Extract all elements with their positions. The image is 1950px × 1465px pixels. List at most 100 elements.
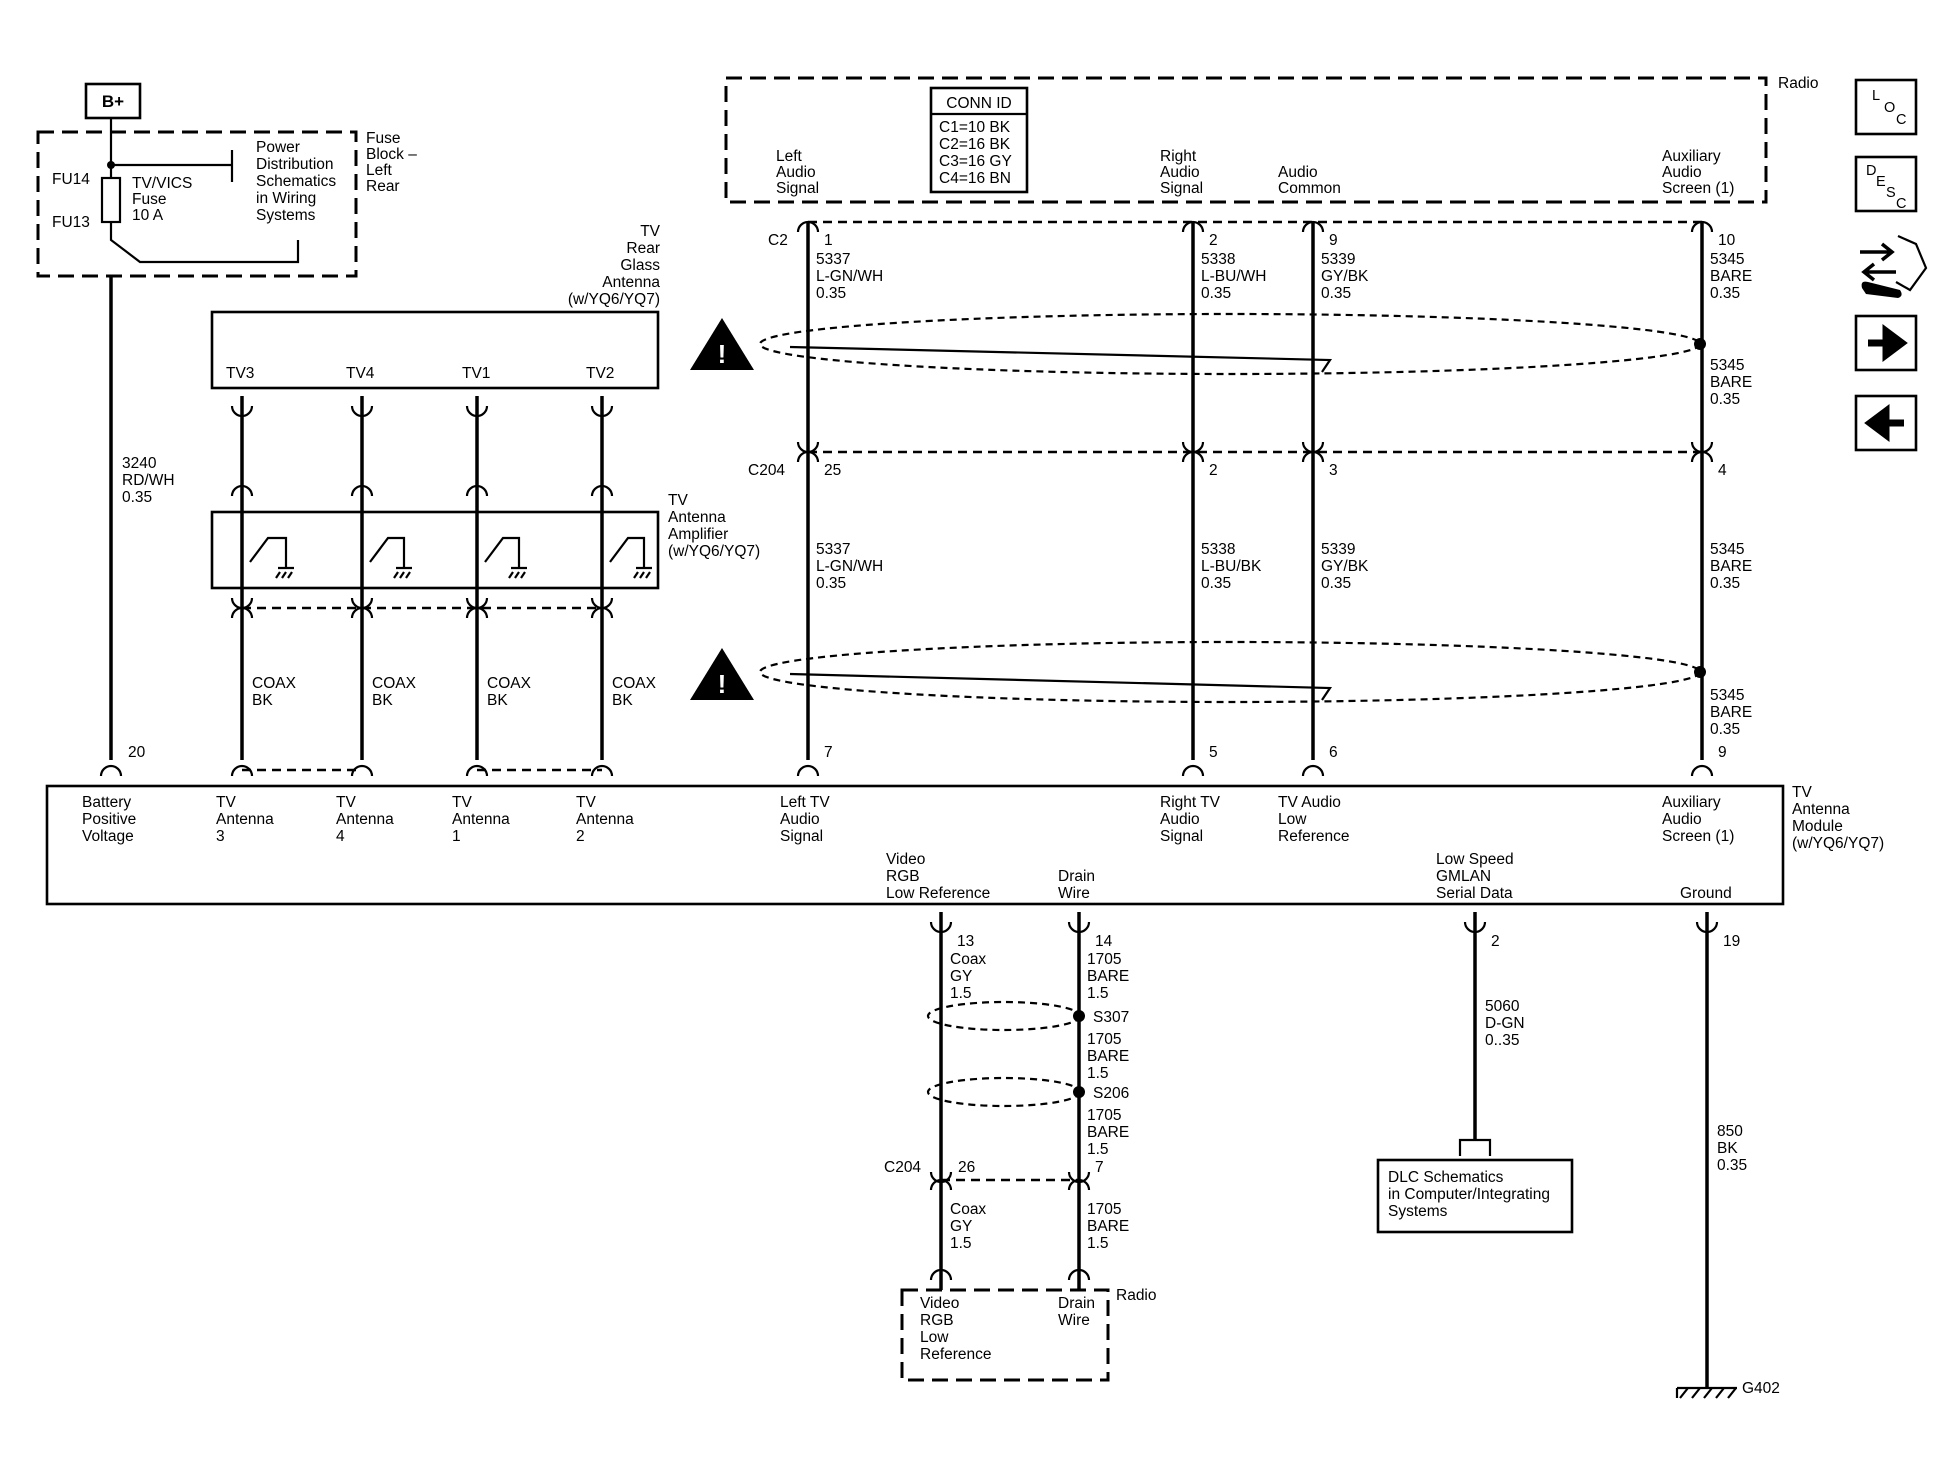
c204-wire-c1: 5339 xyxy=(1321,541,1355,558)
bplus-label: B+ xyxy=(102,92,124,111)
conn-id-1: C1=10 BK xyxy=(939,119,1011,136)
fuse-internal-wiring xyxy=(109,118,300,264)
dlc-3: Systems xyxy=(1388,1203,1448,1220)
loc-l: L xyxy=(1872,88,1880,104)
module-pin-5: 5 xyxy=(1209,744,1218,761)
left-audio-3: Signal xyxy=(776,180,819,197)
c204-lower-name: C204 xyxy=(884,1159,921,1176)
module-title-1: TV xyxy=(1792,784,1812,801)
video-radio-4: Reference xyxy=(920,1346,992,1363)
bare-3c: 1.5 xyxy=(1087,1141,1109,1158)
module-pin-6: 6 xyxy=(1329,744,1338,761)
c2-wire-d3: 0.35 xyxy=(1710,285,1740,302)
c204-wire-a1: 5337 xyxy=(816,541,850,558)
ant2-3: 2 xyxy=(576,828,585,845)
c2-wire-a1: 5337 xyxy=(816,251,850,268)
ant4-3: 4 xyxy=(336,828,345,845)
coax-3-1: COAX xyxy=(252,675,297,692)
bare-2b: BARE xyxy=(1087,1048,1129,1065)
battery-2: Positive xyxy=(82,811,136,828)
c204-wire-c3: 0.35 xyxy=(1321,575,1351,592)
loc-c: C xyxy=(1896,112,1906,128)
fuse-splice-dot xyxy=(107,161,115,169)
ant3-3: 3 xyxy=(216,828,225,845)
drain-2: Wire xyxy=(1058,885,1090,902)
coax-gy-1a: Coax xyxy=(950,951,986,968)
c2-wire-d1: 5345 xyxy=(1710,251,1744,268)
coax-4-1: COAX xyxy=(372,675,417,692)
splice-s307: S307 xyxy=(926,1000,1129,1032)
s307-label: S307 xyxy=(1093,1009,1129,1026)
c2-wire-a2: L-GN/WH xyxy=(816,268,883,285)
wire-5060-1: 5060 xyxy=(1485,998,1520,1015)
desc-s: S xyxy=(1886,185,1896,201)
dlc-schematics-link[interactable]: DLC Schematics in Computer/Integrating S… xyxy=(1376,1158,1574,1234)
audio-common-1: Audio xyxy=(1278,164,1318,181)
connector-c2: C2 1 2 9 10 xyxy=(768,220,1736,249)
c204-pin-2: 2 xyxy=(1209,462,1218,479)
connector-wrench-icon[interactable] xyxy=(1860,234,1928,298)
fuse-label-2: Fuse xyxy=(132,191,166,208)
description-button[interactable]: D E S C xyxy=(1854,155,1918,213)
fuse-block-title-1: Fuse xyxy=(366,130,400,147)
c204-wire-b3: 0.35 xyxy=(1201,575,1231,592)
arrow-left-icon xyxy=(1864,404,1904,442)
coax-2-2: BK xyxy=(612,692,633,709)
c2-pin-9: 9 xyxy=(1329,232,1338,249)
fu13-label: FU13 xyxy=(52,214,90,231)
pds-label-3: Schematics xyxy=(256,173,336,190)
pds-label-2: Distribution xyxy=(256,156,334,173)
video-3: Low Reference xyxy=(886,885,990,902)
c2-wire-c3: 0.35 xyxy=(1321,285,1351,302)
bare-2c: 1.5 xyxy=(1087,1065,1109,1082)
fuse-block-title-2: Block – xyxy=(366,146,417,163)
c204-pin-25: 25 xyxy=(824,462,841,479)
c204-wire-d2: BARE xyxy=(1710,558,1752,575)
dlc-2: in Computer/Integrating xyxy=(1388,1186,1550,1203)
battery-3: Voltage xyxy=(82,828,134,845)
wire-850-3: 0.35 xyxy=(1717,1157,1747,1174)
fuse-block-title-3: Left xyxy=(366,162,393,179)
antenna-amplifier: TV Antenna Amplifier (w/YQ6/YQ7) xyxy=(210,492,760,590)
amplifier-title-1: TV xyxy=(668,492,688,509)
bare-4c: 1.5 xyxy=(1087,1235,1109,1252)
location-button[interactable]: L O C xyxy=(1854,78,1918,136)
connector-c204-lower: C204 26 7 xyxy=(884,1159,1104,1191)
aux-3: Screen (1) xyxy=(1662,828,1734,845)
drain-1: Drain xyxy=(1058,868,1095,885)
wire-3240-line2: RD/WH xyxy=(122,472,175,489)
coax-gy-1c: 1.5 xyxy=(950,985,972,1002)
c204-wire-d2-2: BARE xyxy=(1710,704,1752,721)
c204-name: C204 xyxy=(748,462,785,479)
ground-label: Ground xyxy=(1680,885,1732,902)
svg-text:!: ! xyxy=(718,669,727,699)
shield-1 xyxy=(758,312,1706,376)
left-audio-1: Left xyxy=(776,148,803,165)
shield-2 xyxy=(758,640,1706,704)
bare-2a: 1705 xyxy=(1087,1031,1121,1048)
c204-lower-pin-7: 7 xyxy=(1095,1159,1104,1176)
pds-label-4: in Wiring xyxy=(256,190,316,207)
next-page-button[interactable] xyxy=(1854,314,1918,372)
left-tv-2: Audio xyxy=(780,811,820,828)
c2-pin-10: 10 xyxy=(1718,232,1736,249)
module-pin-14: 14 xyxy=(1095,933,1113,950)
module-pin-2: 2 xyxy=(1491,933,1500,950)
ant1-3: 1 xyxy=(452,828,461,845)
coax-gy-2a: Coax xyxy=(950,1201,986,1218)
audio-common-2: Common xyxy=(1278,180,1341,197)
wire-3240-line1: 3240 xyxy=(122,455,157,472)
bare-1c: 1.5 xyxy=(1087,985,1109,1002)
terminal-tv2: TV2 xyxy=(586,365,614,382)
pds-label-5: Systems xyxy=(256,207,316,224)
module-pin-9: 9 xyxy=(1718,744,1727,761)
c2-wire-b3: 0.35 xyxy=(1201,285,1231,302)
c204-wire-a3: 0.35 xyxy=(816,575,846,592)
tv-low-1: TV Audio xyxy=(1278,794,1341,811)
aux-2: Audio xyxy=(1662,811,1702,828)
wire-3240-line3: 0.35 xyxy=(122,489,152,506)
previous-page-button[interactable] xyxy=(1854,394,1918,452)
arrow-right-icon xyxy=(1868,324,1908,362)
module-bottom-wires xyxy=(939,912,1709,1388)
